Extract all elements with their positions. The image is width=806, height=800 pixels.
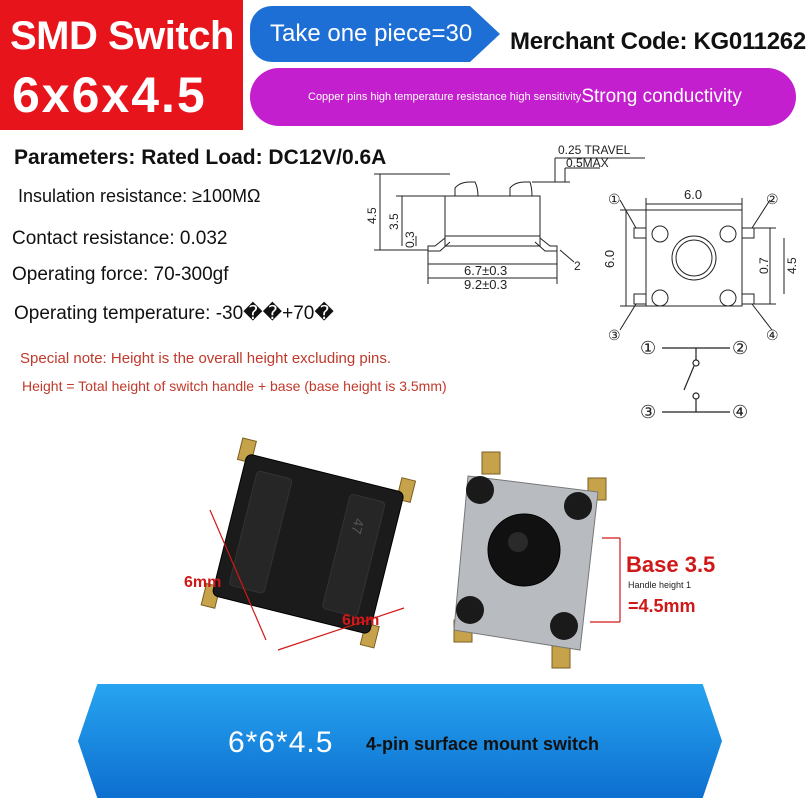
take-one-badge: Take one piece=30 <box>250 6 500 62</box>
height-0-3-label: 0.3 <box>403 231 417 248</box>
take-one-text: Take one piece=30 <box>270 20 473 47</box>
top-pin-4: ④ <box>766 327 779 343</box>
handle-height-label: Handle height 1 <box>628 580 692 590</box>
feature-large-text: Strong conductivity <box>581 86 742 107</box>
width-label-a: 6mm <box>184 574 222 591</box>
top-view-drawing: 6.0 6.0 0.7 4.5 ① ② ③ ④ <box>602 187 799 343</box>
title-line-1: SMD Switch <box>10 14 234 58</box>
side-view-drawing: 0.25 TRAVEL 0.5MAX 4.5 3.5 0.3 6.7±0.3 9… <box>365 143 645 292</box>
circuit-pin-3: ③ <box>640 402 656 422</box>
switch-photo-left: 47 <box>200 437 417 651</box>
top-pin-1: ① <box>608 191 621 207</box>
param-force: Operating force: 70-300gf <box>12 264 229 285</box>
height-note: Height = Total height of switch handle +… <box>22 378 447 394</box>
circuit-pin-2: ② <box>732 338 748 358</box>
total-height-label: =4.5mm <box>628 596 696 616</box>
max-label: 0.5MAX <box>566 156 609 170</box>
circuit-diagram: ① ② ③ ④ <box>640 338 748 422</box>
travel-label: 0.25 TRAVEL <box>558 143 631 157</box>
feature-banner: Copper pins high temperature resistance … <box>250 68 796 126</box>
param-insulation: Insulation resistance: ≥100MΩ <box>18 186 261 206</box>
circuit-pin-4: ④ <box>732 402 748 422</box>
width-6-7-label: 6.7±0.3 <box>464 263 507 278</box>
base-height-label: Base 3.5 <box>626 552 716 577</box>
top-4-5-label: 4.5 <box>785 257 799 274</box>
param-contact: Contact resistance: 0.032 <box>12 228 228 249</box>
feature-small-text: Copper pins high temperature resistance … <box>308 91 582 103</box>
top-height-label: 6.0 <box>602 250 617 268</box>
banner-description: 4-pin surface mount switch <box>366 734 600 754</box>
top-0-7-label: 0.7 <box>757 257 771 274</box>
banner-size-text: 6*6*4.5 <box>228 726 334 759</box>
height-4-5-label: 4.5 <box>365 207 379 224</box>
bottom-banner <box>78 684 722 798</box>
switch-photo-right <box>453 451 621 669</box>
top-width-label: 6.0 <box>684 187 702 202</box>
height-3-5-label: 3.5 <box>387 213 401 230</box>
top-pin-3: ③ <box>608 327 621 343</box>
title-block: SMD Switch 6x6x4.5 <box>0 0 243 130</box>
param-rated-load: Parameters: Rated Load: DC12V/0.6A <box>14 146 387 169</box>
width-label-b: 6mm <box>342 612 380 629</box>
side-pin-label: 2 <box>574 259 581 273</box>
top-pin-2: ② <box>766 191 779 207</box>
title-line-2: 6x6x4.5 <box>12 67 207 123</box>
width-9-2-label: 9.2±0.3 <box>464 277 507 292</box>
circuit-pin-1: ① <box>640 338 656 358</box>
part-marking: 47 <box>348 517 367 536</box>
merchant-code: Merchant Code: KG011262 <box>510 28 806 55</box>
special-note: Special note: Height is the overall heig… <box>20 350 392 367</box>
param-temperature: Operating temperature: -30��+70� <box>14 303 334 324</box>
